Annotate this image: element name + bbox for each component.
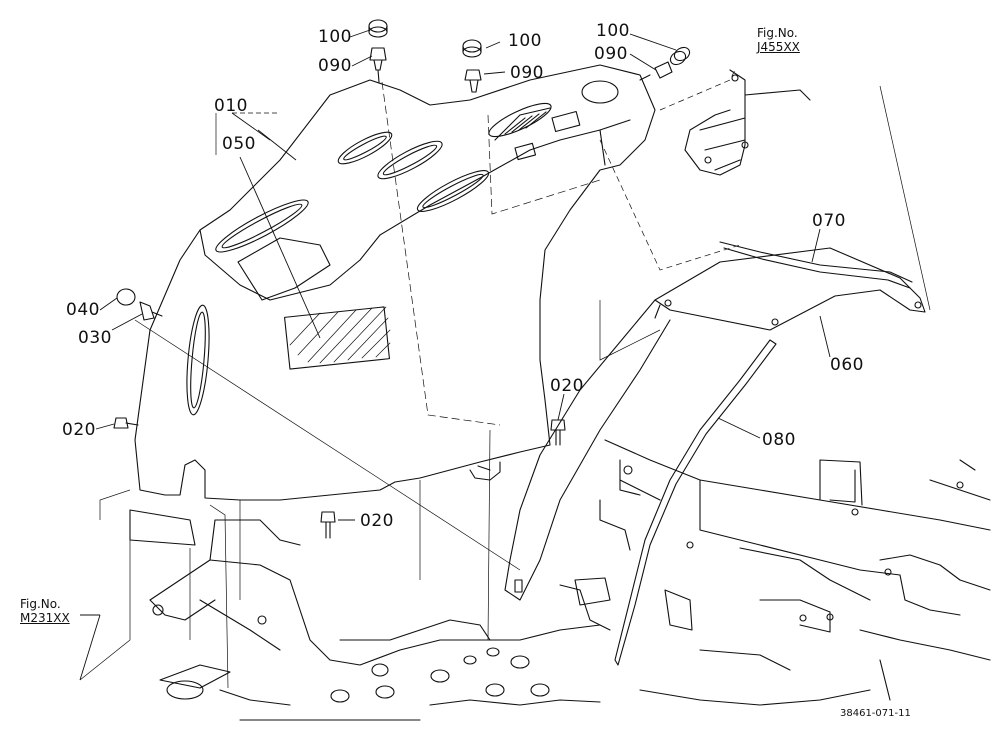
callout-030: 030 [78,328,112,348]
callout-060: 060 [830,355,864,375]
callout-040: 040 [66,300,100,320]
dash-panel-010 [135,65,655,500]
seal-strip-070 [720,242,912,288]
bolt-090-right [640,62,672,80]
knob-100-left [369,20,387,37]
fig-ref-left[interactable]: Fig.No. M231XX [20,597,70,625]
bolt-020-left [114,418,138,428]
pillar-frame [505,300,670,600]
fig-ref-top-number[interactable]: J455XX [757,40,800,54]
knob-100-mid [463,40,481,57]
callout-080: 080 [762,430,796,450]
lower-body [130,510,610,720]
fig-ref-top-prefix: Fig.No. [757,26,798,40]
callout-090-mid: 090 [510,63,544,83]
knob-100-right [668,45,692,67]
callout-070: 070 [812,211,846,231]
bolt-020-right [551,420,565,445]
cap-040 [117,289,135,305]
fig-ref-left-prefix: Fig.No. [20,597,61,611]
callout-020-right: 020 [550,376,584,396]
callout-020-bottom: 020 [360,511,394,531]
callout-090-left: 090 [318,56,352,76]
callout-100-left: 100 [318,27,352,47]
callout-010: 010 [214,96,248,116]
callout-100-mid: 100 [508,31,542,51]
bolt-020-bottom [321,512,335,538]
support-bracket-060 [655,248,925,330]
fig-ref-left-number[interactable]: M231XX [20,611,70,625]
document-id: 38461-071-11 [840,708,911,719]
fig-ref-top[interactable]: Fig.No. J455XX [757,26,800,54]
trim-strip-080 [615,340,776,665]
bolt-030 [140,302,162,320]
bolt-090-left [370,48,386,82]
callout-020-left: 020 [62,420,96,440]
bolt-090-mid [465,70,481,92]
callout-090-right: 090 [594,44,628,64]
callout-050: 050 [222,134,256,154]
right-floor-machinery [600,440,990,705]
callout-100-right: 100 [596,21,630,41]
bracket-j455xx [685,70,810,175]
